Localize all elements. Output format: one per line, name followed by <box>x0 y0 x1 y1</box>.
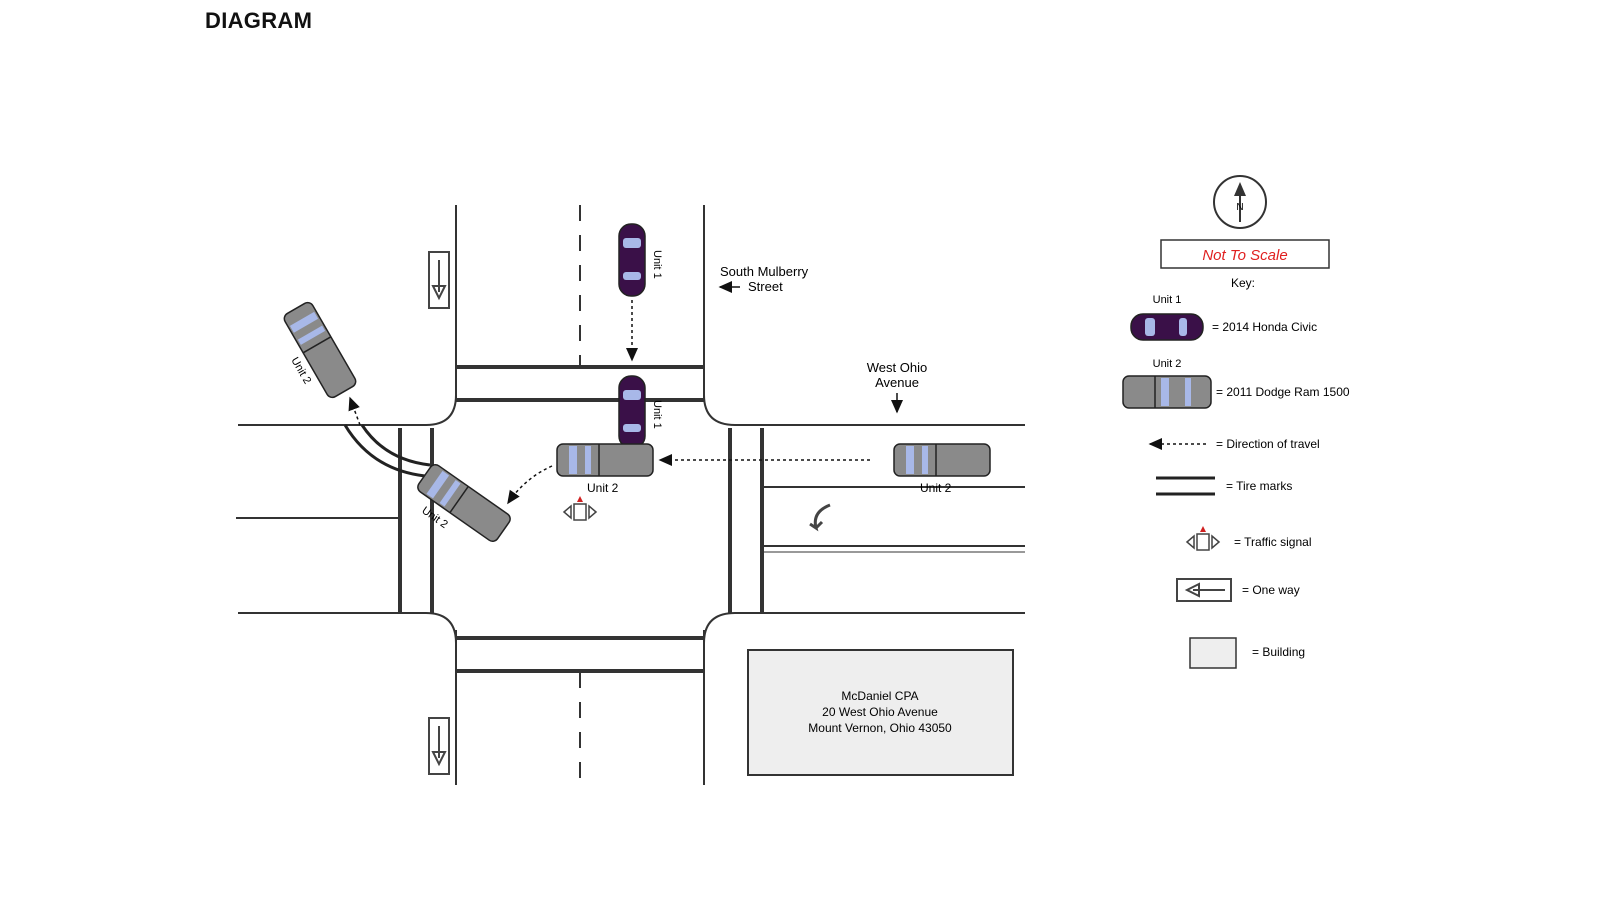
turn-arrow-marking <box>809 503 831 532</box>
svg-text:West Ohio: West Ohio <box>867 360 927 375</box>
svg-text:Avenue: Avenue <box>875 375 919 390</box>
key-item-building: = Building <box>1189 637 1305 669</box>
svg-text:= Direction of travel: = Direction of travel <box>1216 437 1320 451</box>
unit2-final-travel-arrow <box>348 396 361 426</box>
building-name: McDaniel CPA <box>841 689 918 703</box>
purple-car-icon <box>1130 313 1204 341</box>
tire-marks <box>343 424 431 478</box>
svg-text:Unit 2: Unit 2 <box>920 481 952 495</box>
north-letter: N <box>1236 202 1243 213</box>
road-network <box>236 205 1025 790</box>
key-item-civic: Unit 1 = 2014 Honda Civic <box>1130 294 1317 341</box>
unit1-impact: Unit 1 <box>618 375 663 449</box>
key-item-tire-marks: = Tire marks <box>1156 476 1292 496</box>
svg-text:Unit 1: Unit 1 <box>1153 294 1182 306</box>
building-address: 20 West Ohio Avenue <box>822 705 938 719</box>
building-icon <box>1189 637 1237 669</box>
traffic-signal <box>562 496 598 521</box>
tire-marks-icon <box>1156 476 1215 496</box>
svg-text:= Traffic signal: = Traffic signal <box>1234 535 1311 549</box>
svg-text:= One way: = One way <box>1242 583 1300 597</box>
svg-text:Unit 2: Unit 2 <box>587 481 619 495</box>
svg-text:Unit 1: Unit 1 <box>651 250 663 279</box>
scale-note: Not To Scale <box>1160 239 1330 269</box>
svg-text:= Building: = Building <box>1252 645 1305 659</box>
one-way-sign-north <box>428 251 450 309</box>
key-item-signal: = Traffic signal <box>1185 526 1311 551</box>
key-item-ram: Unit 2 = 2011 Dodge Ram 1500 <box>1122 358 1350 409</box>
one-way-icon <box>1176 578 1232 602</box>
key-heading: Key: <box>1231 276 1255 290</box>
mulberry-street-label: South Mulberry Street <box>718 264 809 294</box>
svg-text:Unit 1: Unit 1 <box>651 400 663 429</box>
svg-text:= Tire marks: = Tire marks <box>1226 479 1292 493</box>
unit1-approach: Unit 1 <box>618 223 663 297</box>
svg-text:Not To Scale: Not To Scale <box>1202 247 1287 264</box>
building-city: Mount Vernon, Ohio 43050 <box>808 721 952 735</box>
traffic-signal-icon <box>1185 526 1221 551</box>
gray-truck-icon <box>1122 375 1212 409</box>
key-item-direction: = Direction of travel <box>1148 437 1320 451</box>
svg-text:= 2011 Dodge Ram 1500: = 2011 Dodge Ram 1500 <box>1216 385 1350 399</box>
svg-text:South Mulberry: South Mulberry <box>720 264 809 279</box>
ohio-avenue-label: West Ohio Avenue <box>867 360 927 414</box>
unit2-final-rest: Unit 2 <box>283 301 357 399</box>
svg-text:= 2014 Honda Civic: = 2014 Honda Civic <box>1212 320 1317 334</box>
compass: N <box>1213 175 1267 229</box>
one-way-sign-south <box>428 717 450 775</box>
building: McDaniel CPA 20 West Ohio Avenue Mount V… <box>747 649 1014 776</box>
unit2-approach: Unit 2 <box>893 443 991 495</box>
key-item-one-way: = One way <box>1176 578 1300 602</box>
svg-text:Unit 2: Unit 2 <box>1153 358 1182 370</box>
page-title: DIAGRAM <box>205 8 313 33</box>
unit2-post-impact-path <box>507 465 553 505</box>
unit2-impact: Unit 2 <box>556 443 654 495</box>
svg-text:Street: Street <box>748 279 783 294</box>
